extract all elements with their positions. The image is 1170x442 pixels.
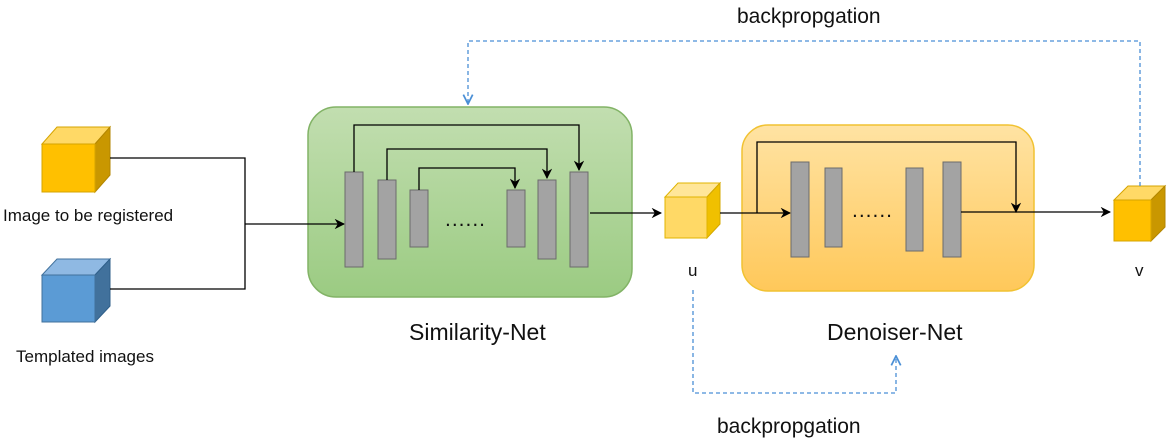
den-skip (756, 141, 1022, 214)
similarity-net-label: Similarity-Net (409, 319, 546, 345)
denoiser-ellipsis: ...... (852, 199, 894, 222)
sim-layer-2 (377, 179, 397, 260)
sim-skip-outer (353, 124, 585, 172)
backprop-top-arrow (468, 40, 1141, 186)
input-registered-label: Image to be registered (3, 206, 174, 225)
backprop-top-label: backpropgation (737, 5, 881, 28)
light-orange-cube-icon (663, 181, 722, 240)
sim-layer-3 (409, 189, 429, 248)
u-label: u (688, 261, 698, 280)
den-layer-2 (824, 167, 843, 248)
den-layer-4 (942, 161, 962, 258)
denoiser-net-label: Denoiser-Net (827, 319, 963, 345)
sim-layer-6 (569, 171, 589, 268)
blue-cube-icon (40, 257, 112, 324)
den-layer-3 (905, 167, 924, 252)
den-layer-1 (790, 161, 810, 258)
backprop-bottom-label: backpropgation (717, 415, 861, 438)
sim-skip-middle (386, 148, 553, 180)
similarity-ellipsis: ...... (445, 208, 487, 231)
backprop-bottom-arrow (692, 290, 896, 394)
orange-cube-icon (1112, 184, 1167, 243)
v-label: v (1135, 261, 1144, 280)
sim-layer-5 (537, 179, 557, 260)
sim-layer-1 (344, 171, 364, 268)
sim-layer-4 (506, 189, 526, 248)
sim-skip-inner (418, 167, 521, 190)
input-templated-label: Templated images (16, 347, 154, 366)
orange-cube-icon (40, 125, 112, 194)
